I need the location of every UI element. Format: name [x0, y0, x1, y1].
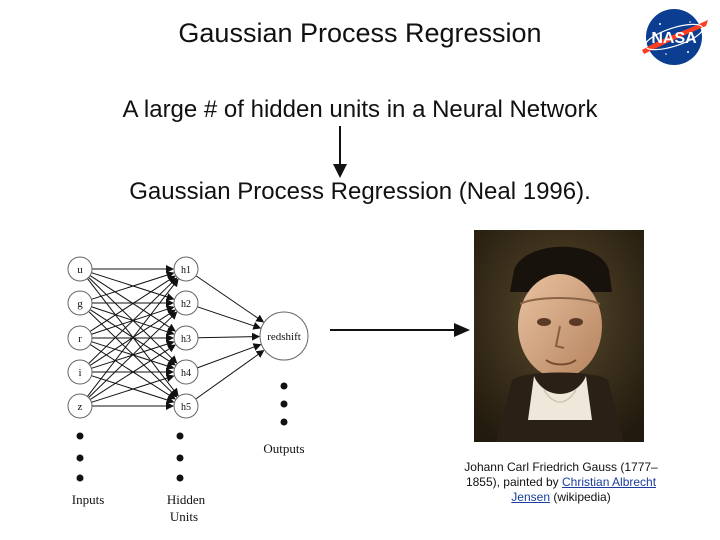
edge-hidden-4-output — [195, 349, 265, 400]
input-node-r — [67, 325, 93, 351]
hidden-ellipsis-dot — [176, 432, 184, 440]
hidden-node-label: h3 — [181, 334, 191, 345]
hidden-node-h5 — [173, 393, 199, 419]
output-ellipsis-dot — [280, 382, 288, 390]
nasa-logo: NASA — [642, 9, 708, 65]
output-node — [259, 311, 309, 361]
hidden-node-label: h1 — [181, 265, 191, 276]
gauss-portrait — [474, 230, 644, 442]
hidden-node-label: h2 — [181, 299, 191, 310]
inputs-label: Inputs — [72, 492, 105, 507]
edge-input-4-hidden-2 — [89, 344, 176, 400]
input-node-i — [67, 359, 93, 385]
input-node-label: g — [77, 298, 83, 310]
edge-input-4-hidden-0 — [86, 278, 179, 397]
hidden-node-h2 — [173, 290, 199, 316]
edge-input-4-hidden-1 — [88, 311, 178, 398]
hidden-ellipsis-dot — [176, 474, 184, 482]
caption-prefix: Johann Carl Friedrich Gauss (1777–1855),… — [464, 460, 658, 489]
gpr-statement: Gaussian Process Regression (Neal 1996). — [129, 178, 591, 205]
portrait-caption: Johann Carl Friedrich Gauss (1777–1855),… — [448, 460, 674, 505]
slide-title: Gaussian Process Regression — [178, 18, 542, 48]
hidden-units-statement: A large # of hidden units in a Neural Ne… — [122, 96, 598, 123]
input-node-label: r — [78, 333, 82, 345]
edge-hidden-2-output — [197, 332, 261, 341]
input-node-g — [67, 290, 93, 316]
input-ellipsis-dot — [76, 432, 84, 440]
hidden-node-label: h5 — [181, 402, 191, 413]
hidden-node-h3 — [173, 325, 199, 351]
caption-suffix: (wikipedia) — [550, 490, 611, 504]
down-arrow-icon — [333, 126, 347, 178]
edge-hidden-3-output — [197, 343, 262, 369]
edge-input-4-hidden-3 — [91, 374, 175, 403]
edge-input-3-hidden-0 — [88, 277, 178, 364]
output-ellipsis-dot — [280, 400, 288, 408]
right-arrow-icon — [330, 323, 470, 337]
edge-hidden-1-output — [197, 306, 262, 330]
output-ellipsis-dot — [280, 418, 288, 426]
output-node-label: redshift — [267, 331, 301, 343]
hidden-label-line1: Hidden — [167, 492, 206, 507]
edge-input-1-hidden-0 — [91, 271, 175, 300]
input-ellipsis-dot — [76, 454, 84, 462]
input-node-label: i — [78, 367, 81, 379]
input-node-label: z — [78, 401, 83, 413]
nasa-logo-text: NASA — [651, 30, 697, 47]
edge-input-2-hidden-0 — [89, 275, 176, 332]
painter-link[interactable]: Christian Albrecht Jensen — [511, 475, 657, 504]
input-node-z — [67, 393, 93, 419]
hidden-node-h1 — [173, 256, 199, 282]
input-ellipsis-dot — [76, 474, 84, 482]
input-node-u — [67, 256, 93, 282]
edge-hidden-0-output — [195, 275, 265, 323]
hidden-node-label: h4 — [181, 368, 191, 379]
hidden-ellipsis-dot — [176, 454, 184, 462]
network-nodes — [67, 256, 309, 482]
outputs-label: Outputs — [263, 441, 304, 456]
hidden-label-line2: Units — [170, 509, 198, 524]
network-edges — [86, 265, 265, 410]
input-node-label: u — [77, 264, 83, 276]
hidden-node-h4 — [173, 359, 199, 385]
